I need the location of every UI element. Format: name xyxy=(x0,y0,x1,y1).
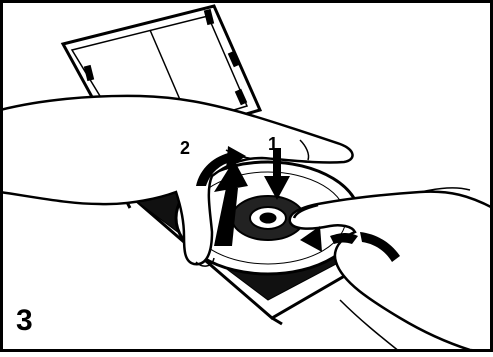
callout-label-2: 2 xyxy=(180,138,190,159)
callout-label-1: 1 xyxy=(268,134,278,155)
step-number: 3 xyxy=(16,304,33,338)
